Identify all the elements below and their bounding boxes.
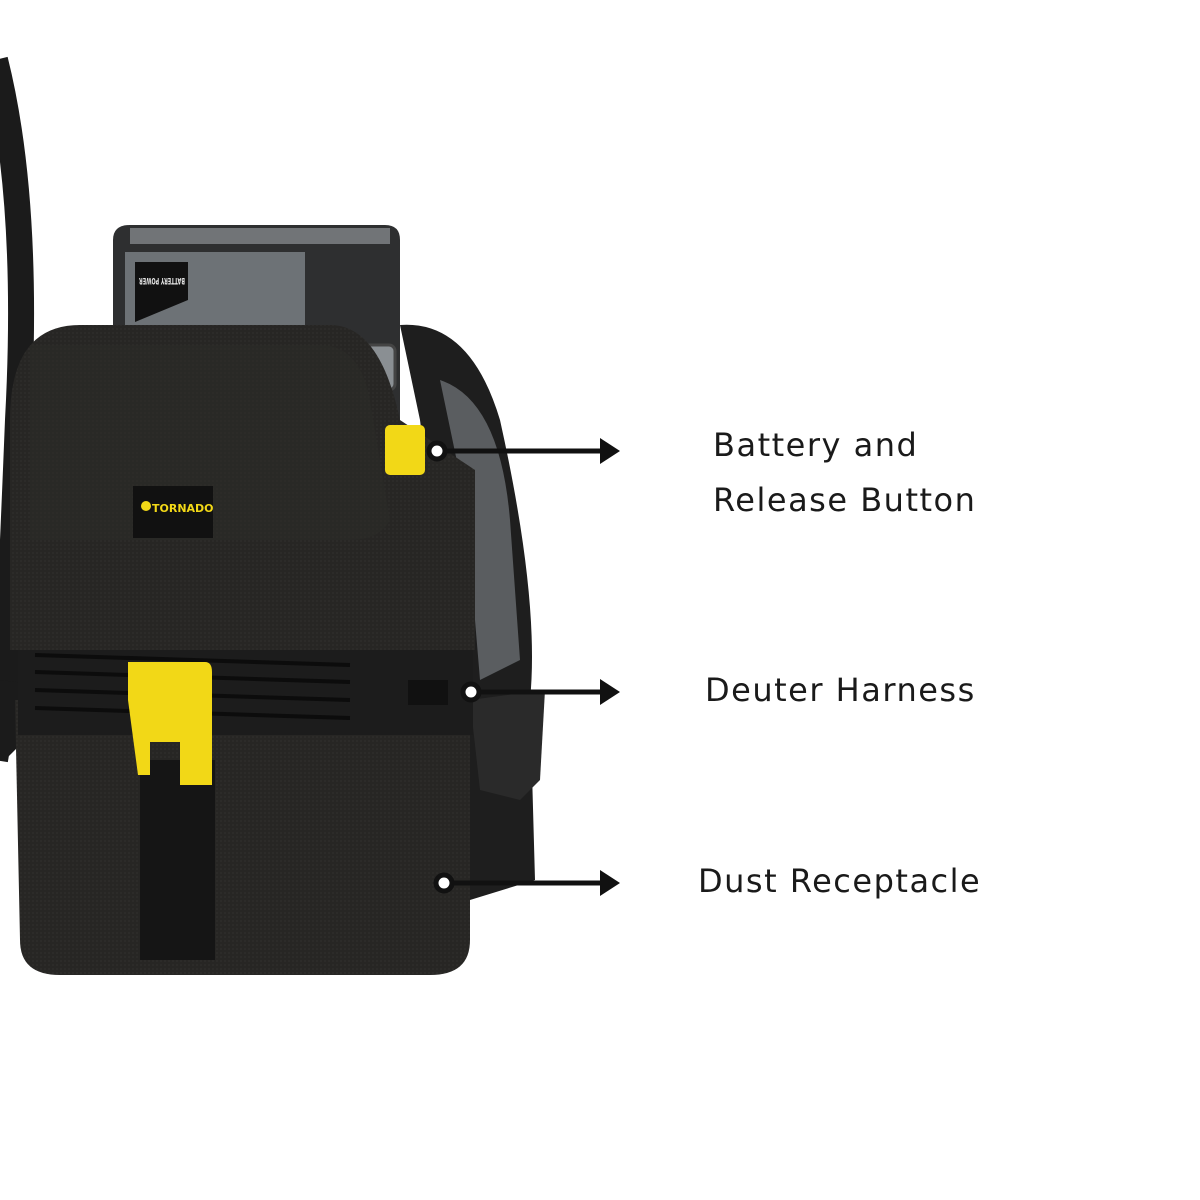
callout-arrow-battery xyxy=(426,440,605,462)
callout-battery-line2: Release Button xyxy=(713,481,977,519)
callout-arrow-dust xyxy=(433,872,605,894)
callout-harness-line1: Deuter Harness xyxy=(705,671,976,709)
vent-band xyxy=(18,640,473,735)
callout-arrow-harness xyxy=(460,681,605,703)
release-button xyxy=(385,425,425,475)
latch xyxy=(128,662,212,785)
tornado-logo: TORNADO xyxy=(133,486,214,538)
callout-dust-line1: Dust Receptacle xyxy=(698,862,982,900)
svg-text:TORNADO: TORNADO xyxy=(152,502,214,515)
callout-battery: Battery and Release Button xyxy=(713,418,976,528)
battery-label: BATTERY POWER xyxy=(139,275,185,285)
dust-receptacle xyxy=(15,700,470,975)
strap xyxy=(140,760,215,960)
callout-battery-line1: Battery and xyxy=(713,426,919,464)
callout-harness: Deuter Harness xyxy=(705,663,976,718)
callout-dust: Dust Receptacle xyxy=(698,854,981,909)
